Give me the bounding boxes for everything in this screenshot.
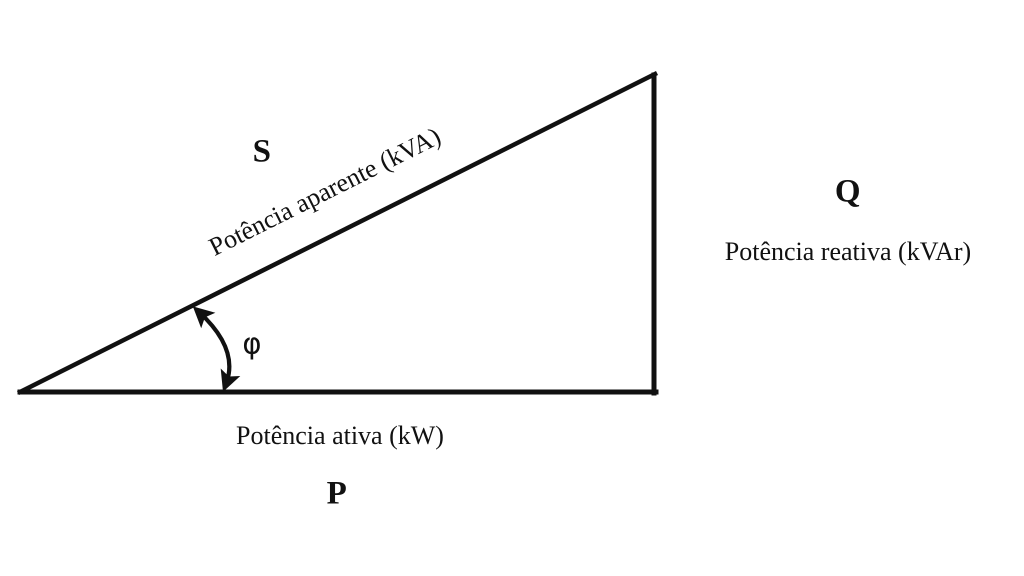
label-active-power-symbol: P (326, 475, 348, 512)
angle-arc-phi (192, 306, 241, 392)
angle-symbol-phi: φ (242, 326, 262, 361)
label-apparent-power-symbol: S (252, 133, 272, 170)
label-reactive-power-symbol: Q (834, 173, 862, 210)
label-reactive-power-description: Potência reativa (kVAr) (724, 237, 972, 266)
triangle-side-apparent-power (16, 70, 659, 396)
label-active-power-description: Potência ativa (kW) (236, 421, 444, 450)
